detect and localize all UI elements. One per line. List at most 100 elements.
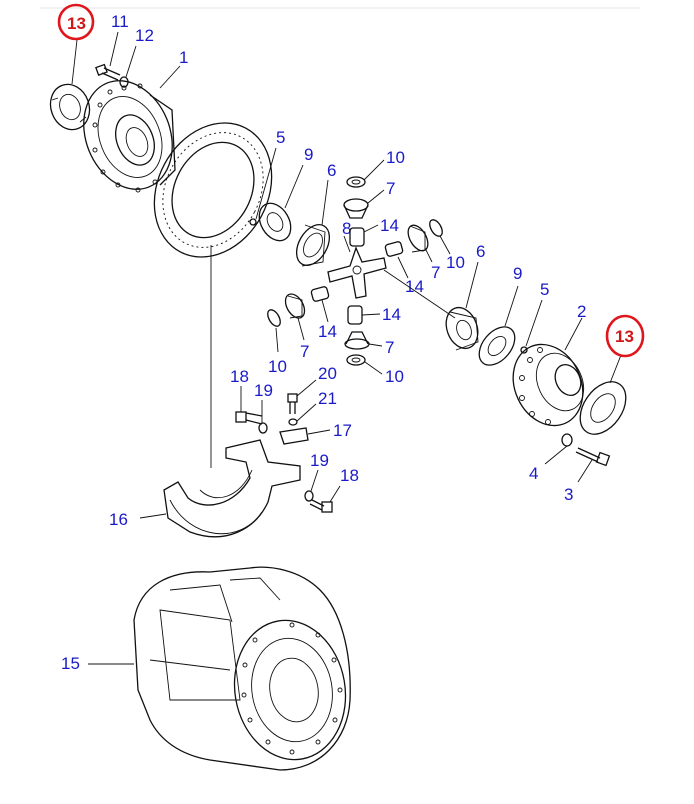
pinion-7-left (284, 293, 306, 319)
leader-6b (465, 261, 479, 309)
callout-label-10: 10 (268, 357, 287, 376)
callout-label-1: 1 (179, 48, 188, 67)
callout-label-8: 8 (342, 219, 351, 238)
callout-label-7: 7 (300, 342, 309, 361)
washer-4 (561, 433, 573, 447)
leader-14d (361, 313, 381, 316)
highlight-circle-13b (605, 314, 645, 358)
bearing-13-left (49, 83, 91, 131)
lock-plate-17 (279, 427, 309, 445)
thrust-washer-10-bottom (346, 354, 366, 366)
leader-8 (343, 235, 351, 253)
leader-10b (439, 235, 451, 255)
callout-label-10: 10 (385, 367, 404, 386)
leader-7a (367, 189, 385, 204)
bushing-14-bottom (347, 305, 363, 325)
callout-label-9: 9 (304, 145, 313, 164)
washer-5-top (249, 218, 257, 226)
leader-7d (368, 343, 383, 347)
callout-label-12: 12 (135, 26, 154, 45)
thrust-washer-10-right (429, 219, 443, 237)
callout-label-10: 10 (386, 148, 405, 167)
callout-label-11: 11 (111, 12, 129, 31)
pinion-7-right (407, 224, 429, 253)
thrust-washer-10-left (267, 309, 281, 327)
leader-5a (255, 147, 277, 220)
callout-label-18: 18 (340, 466, 359, 485)
leader-14b (397, 256, 409, 279)
callout-label-10: 10 (446, 253, 465, 272)
callout-label-21: 21 (318, 389, 337, 408)
callout-label-13: 13 (67, 14, 86, 33)
bearing-13-right (579, 381, 627, 435)
callout-label-13: 13 (615, 327, 634, 346)
leader-9b (504, 285, 519, 327)
washer-21 (288, 418, 298, 426)
leader-6a (321, 179, 329, 226)
leader-10a (363, 159, 385, 181)
callout-label-6: 6 (476, 242, 485, 261)
thrust-washer-10-top (346, 176, 366, 188)
leader-17 (307, 429, 331, 435)
callout-label-15: 15 (61, 654, 80, 673)
callout-label-14: 14 (382, 305, 401, 324)
callout-label-20: 20 (318, 364, 337, 383)
callout-label-7: 7 (385, 338, 394, 357)
axis-line (383, 269, 456, 319)
leader-18b (329, 485, 341, 503)
differential-case-2 (512, 343, 585, 427)
leader-2 (564, 317, 583, 351)
callout-label-5: 5 (540, 280, 549, 299)
leader-12 (125, 45, 137, 78)
callout-label-5: 5 (276, 128, 285, 147)
side-gear-6-right (445, 306, 479, 351)
callout-label-18: 18 (230, 367, 249, 386)
callout-label-7: 7 (431, 263, 440, 282)
callout-label-7: 7 (386, 179, 395, 198)
callout-label-16: 16 (109, 510, 128, 529)
leader-14c (321, 299, 329, 323)
callout-label-14: 14 (318, 322, 337, 341)
leader-3 (577, 459, 593, 483)
pinion-7-top (343, 198, 369, 219)
leader-13a (71, 39, 78, 85)
callout-label-14: 14 (380, 216, 399, 235)
washer-19-top (258, 422, 268, 434)
pinion-7-bottom (344, 331, 370, 350)
leader-10d (364, 361, 383, 375)
shim-9-top (258, 202, 292, 242)
callout-label-3: 3 (564, 485, 573, 504)
leader-7c (297, 317, 305, 341)
leader-10c (275, 327, 279, 353)
bolt-18-bottom (309, 499, 333, 513)
callout-label-17: 17 (333, 421, 352, 440)
leader-20 (296, 379, 317, 397)
callout-label-9: 9 (513, 264, 522, 283)
leader-7b (424, 247, 433, 263)
ring-gear (153, 122, 273, 258)
leader-14a (363, 224, 379, 233)
leader-21 (296, 403, 317, 422)
callout-label-6: 6 (327, 161, 336, 180)
bushing-14-left (310, 286, 330, 302)
leader-16 (139, 513, 167, 519)
bolt-18-top (235, 411, 263, 425)
callout-label-2: 2 (577, 302, 586, 321)
axle-housing-15 (133, 566, 351, 771)
bushing-14-right (384, 241, 404, 257)
leader-4 (544, 445, 568, 465)
bushing-14-top (349, 227, 365, 247)
highlight-circle-13a (57, 3, 95, 41)
callout-label-19: 19 (254, 381, 273, 400)
bolt-20 (287, 393, 298, 414)
leader-1 (159, 65, 181, 89)
leader-11 (109, 31, 119, 67)
washer-19-bottom (304, 490, 314, 502)
washer-5-right (520, 346, 528, 354)
leader-19b (310, 469, 319, 492)
callout-label-19: 19 (310, 451, 329, 470)
leader-5b (525, 299, 543, 347)
callout-label-4: 4 (529, 464, 538, 483)
